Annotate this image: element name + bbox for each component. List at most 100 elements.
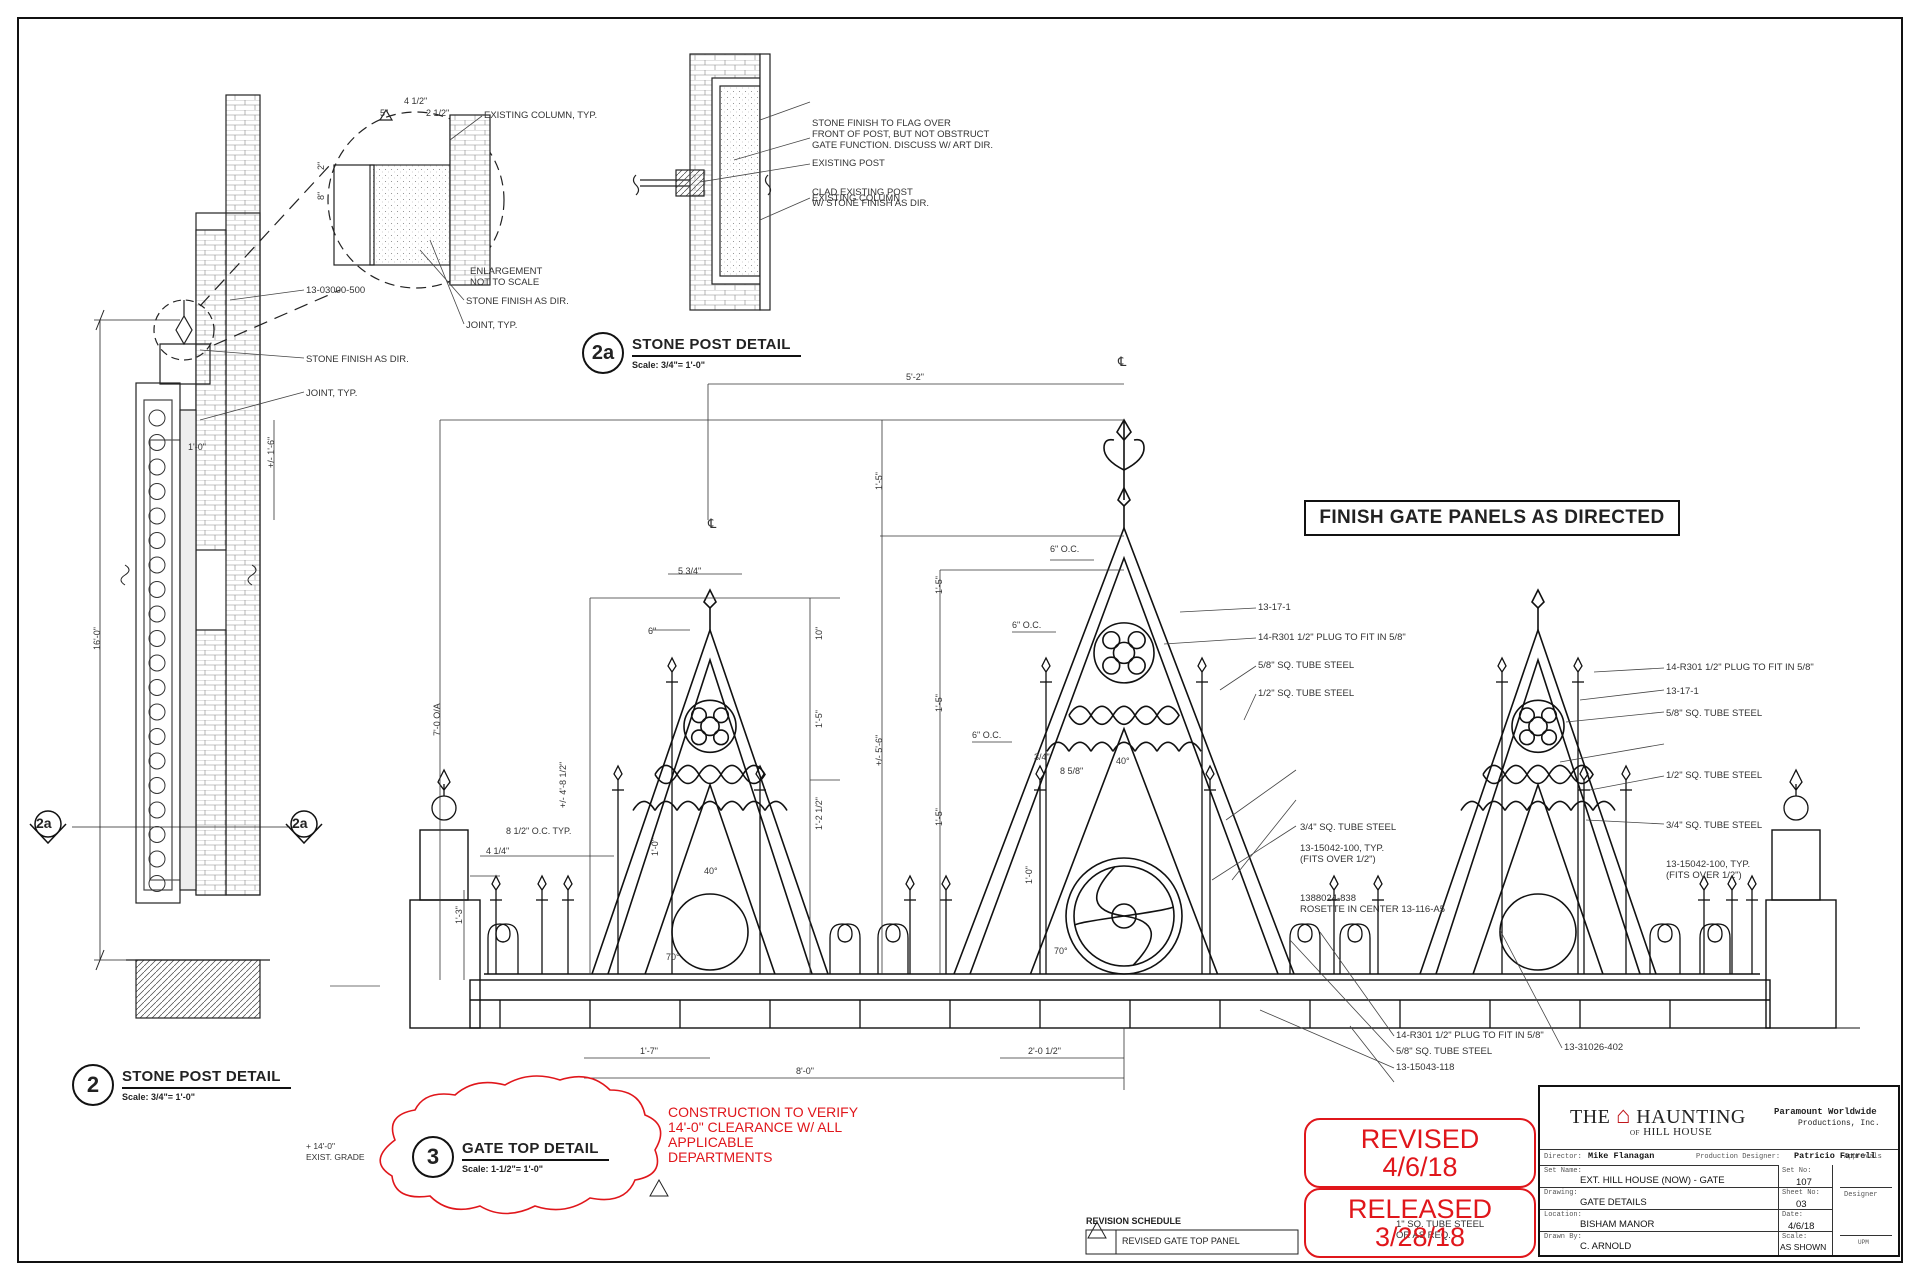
leader	[1565, 711, 1665, 723]
picket-tip	[1727, 874, 1737, 892]
detail-scale-2a: Scale: 3/4"= 1'-0"	[632, 360, 705, 370]
dim-40a: 40°	[704, 866, 718, 876]
leader	[1231, 799, 1297, 881]
arch-rosette-center	[1112, 641, 1136, 665]
post-finial-ball	[1783, 795, 1809, 821]
section-marker-right-label: 2a	[292, 815, 308, 831]
arch-finial-tip	[703, 588, 717, 610]
note-b2: 13-17-1	[1666, 686, 1699, 697]
leader	[449, 115, 483, 141]
dim-1-7: 1'-7"	[640, 1046, 658, 1056]
scroll	[885, 923, 909, 974]
approvals-label: Approvals	[1844, 1153, 1882, 1161]
detail-scale-2: Scale: 3/4"= 1'-0"	[122, 1092, 195, 1102]
arch-tracery	[1156, 705, 1180, 726]
centerline-left: ℄	[708, 516, 717, 531]
arch-tracery	[1482, 800, 1506, 811]
note-b4: 13-15042-100, TYP. (FITS OVER 1/2")	[1666, 859, 1751, 881]
logo-the: THE	[1570, 1106, 1611, 1128]
arch-tracery	[720, 800, 744, 811]
picket-tip	[1041, 656, 1051, 674]
leader	[199, 349, 305, 359]
arch-tracery	[676, 800, 700, 811]
arch-rosette-scroll	[690, 729, 708, 746]
post-rosette	[148, 409, 166, 427]
note-c3: 13-15043-118	[1396, 1062, 1455, 1073]
note-existing-column-2a: EXISTING COLUMN	[812, 193, 901, 204]
note-enlargement: ENLARGEMENT NOT TO SCALE	[470, 266, 543, 288]
note-c4: 1" SQ. TUBE STEEL OR AS REQ.	[1396, 1219, 1485, 1241]
company-name: Paramount Worldwide	[1774, 1107, 1877, 1117]
arch-rosette-scroll	[1540, 729, 1558, 746]
post-rosette	[148, 826, 166, 843]
picket-tip	[1699, 874, 1709, 892]
picket-tip	[941, 874, 951, 892]
picket-tip	[755, 764, 765, 782]
dim-70b: 70°	[1054, 946, 1068, 956]
post-rosette	[148, 728, 166, 745]
gate-pickets	[431, 656, 1809, 1028]
dim-6oc2: 6" O.C.	[1012, 620, 1042, 630]
note-stone-finish-2: STONE FINISH AS DIR.	[306, 354, 409, 365]
arch-rosette-scroll	[1127, 630, 1146, 650]
center-finial-scroll	[1103, 438, 1145, 471]
arch-finial-tip	[1117, 486, 1131, 508]
note-a2: 14-R301 1/2" PLUG TO FIT IN 5/8"	[1258, 632, 1406, 643]
revised-date: 4/6/18	[1382, 1152, 1458, 1182]
arch-tracery	[742, 800, 766, 811]
arch-tracery	[742, 764, 766, 785]
arch-tracery	[676, 764, 700, 785]
arch-finial-tip	[1531, 588, 1545, 610]
dim-5-6: +/- 5'-6"	[874, 734, 884, 766]
dim-16-0: 16'-0"	[92, 627, 102, 650]
arch-ring-petal	[1096, 866, 1125, 917]
set-no-value: 107	[1796, 1177, 1812, 1188]
dim-2-0-1-2: 2'-0 1/2"	[1028, 1046, 1061, 1056]
scroll	[1289, 923, 1313, 974]
scale-value: AS SHOWN	[1780, 1242, 1827, 1252]
arch-ring-petal	[1074, 915, 1125, 927]
dim-1-2: 1'-2 1/2"	[814, 797, 824, 830]
arch-ring-center	[1065, 857, 1183, 975]
arch-tracery	[1112, 705, 1136, 726]
leader	[229, 289, 305, 301]
designer-label: Production Designer:	[1696, 1153, 1781, 1161]
gate-top-elevation	[409, 829, 1860, 1029]
dim-5-2: 5'-2"	[906, 372, 924, 382]
leader	[1163, 637, 1257, 645]
picket-tip	[1197, 656, 1207, 674]
arch-tracery	[698, 764, 722, 785]
note-a6: 1388024-838 ROSETTE IN CENTER 13-116-A5	[1300, 893, 1446, 915]
detail-title-2: 2 STONE POST DETAIL Scale: 3/4"= 1'-0"	[72, 1064, 291, 1106]
location-label: Location:	[1544, 1211, 1582, 1219]
drawn-by-value: C. ARNOLD	[1580, 1241, 1632, 1252]
dim-1-3: 1'-3"	[454, 906, 464, 924]
leader	[1585, 819, 1665, 825]
picket-tip	[905, 874, 915, 892]
dim-1-5b: 1'-5"	[934, 576, 944, 594]
picket-tip	[1573, 656, 1583, 674]
arch-rosette-scroll	[1102, 630, 1121, 650]
revision-schedule-title: REVISION SCHEDULE	[1086, 1216, 1182, 1226]
arch-tracery	[632, 800, 656, 811]
leader	[199, 391, 305, 421]
note-existing-post: EXISTING POST	[812, 158, 885, 169]
note-c5: 13-31026-402	[1564, 1042, 1624, 1053]
scroll	[877, 923, 901, 974]
scroll	[1339, 923, 1363, 974]
arch-tracery	[1592, 800, 1616, 811]
dim-70a: 70°	[666, 952, 680, 962]
arch-rosette-center	[700, 716, 720, 737]
arch-rosette-scroll	[712, 707, 730, 724]
set-name-value: EXT. HILL HOUSE (NOW) - GATE	[1580, 1175, 1725, 1186]
arch-rosette-scroll	[1102, 656, 1121, 675]
director-value: Mike Flanagan	[1588, 1151, 1655, 1161]
dim-8-0: 8'-0"	[796, 1066, 814, 1076]
post-rosette	[148, 581, 166, 598]
sheet-border	[17, 17, 1903, 1263]
note-a4: 1/2" SQ. TUBE STEEL	[1258, 688, 1355, 699]
arch-tracery	[1068, 741, 1092, 752]
leader	[1225, 769, 1297, 821]
leader-lines	[199, 101, 1665, 1083]
